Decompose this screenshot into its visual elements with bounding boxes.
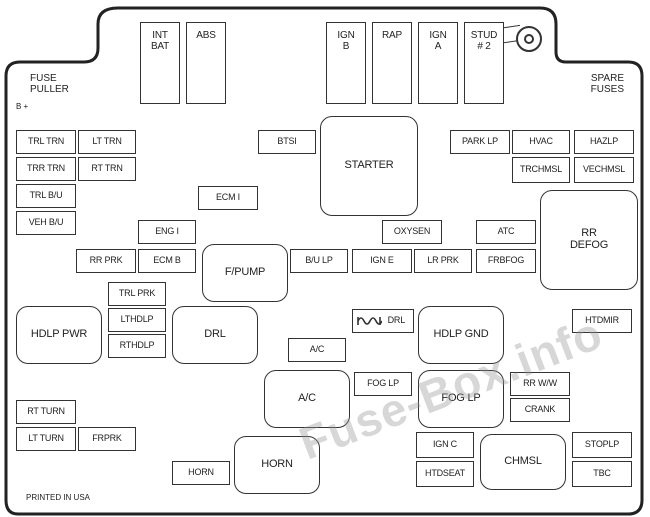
fuse-ign-e: IGN E [352, 249, 412, 273]
fuse-drl: DRL [352, 309, 414, 333]
fuse-rt-hdlp: RTHDLP [108, 334, 166, 358]
fuse-lt-trn: LT TRN [78, 130, 136, 154]
fuse-bu-lp: B/U LP [290, 249, 348, 273]
fuse-rr-wiper: RR W/W [510, 372, 570, 396]
fuse-lr-prk: LR PRK [414, 249, 472, 273]
fuse-horn: HORN [172, 461, 230, 485]
fuse-rt-turn: RT TURN [16, 400, 76, 424]
fuse-htd-mir: HTDMIR [572, 309, 632, 333]
fuse-trl-prk: TRL PRK [108, 282, 166, 306]
fuse-trch-msl: TRCHMSL [512, 157, 570, 183]
relay-starter: STARTER [320, 116, 418, 216]
fuse-fog-lp: FOG LP [354, 372, 412, 396]
printed-in-usa-label: PRINTED IN USA [26, 493, 91, 502]
fuse-ign-b: IGN B [326, 22, 366, 104]
fuse-frt-fog: FRBFOG [476, 249, 536, 273]
relay-rr-defog: RR DEFOG [540, 190, 638, 290]
diode-symbol-icon [357, 317, 382, 325]
stud-hole-icon [516, 26, 542, 52]
fuse-drl-label: DRL [387, 315, 406, 326]
relay-fog-lp: FOG LP [418, 370, 504, 428]
fuse-htd-seat: HTDSEAT [416, 461, 474, 487]
relay-chmsl: CHMSL [480, 434, 566, 490]
fuse-abs: ABS [186, 22, 226, 104]
fuse-ign-c: IGN C [416, 432, 474, 458]
fuse-puller-label: FUSE PULLER [30, 73, 69, 95]
fuse-trl-trn: TRL TRN [16, 130, 76, 154]
fuse-lt-turn: LT TURN [16, 427, 76, 451]
fuse-rap: RAP [372, 22, 412, 104]
fuse-oxygen: OXYSEN [382, 220, 442, 244]
relay-drl: DRL [172, 306, 258, 364]
fuse-ac: A/C [288, 338, 346, 362]
fuse-fr-prk: FRPRK [78, 427, 136, 451]
relay-ac: A/C [264, 370, 350, 428]
fuse-lt-hdlp: LTHDLP [108, 308, 166, 332]
fuse-veh-chmsl: VECHMSL [574, 157, 634, 183]
fuse-rt-trn: RT TRN [78, 157, 136, 181]
fuse-ecm-i: ECM I [198, 186, 258, 210]
fuse-ign-a: IGN A [418, 22, 458, 104]
fuse-trl-bu: TRL B/U [16, 184, 76, 208]
relay-horn: HORN [234, 436, 320, 494]
fuse-veh-bu: VEH B/U [16, 211, 76, 235]
fuse-park-lp: PARK LP [450, 130, 510, 154]
fuse-trr-trn: TRR TRN [16, 157, 76, 181]
relay-f-pump: F/PUMP [202, 244, 288, 302]
fuse-eng-i: ENG I [138, 220, 196, 244]
fuse-stud-2: STUD # 2 [464, 22, 504, 104]
fuse-btsi: BTSI [258, 130, 316, 154]
fuse-crank: CRANK [510, 398, 570, 422]
relay-hdlp-pwr: HDLP PWR [16, 306, 102, 364]
fuse-rr-prk: RR PRK [76, 249, 136, 273]
fuse-tbc: TBC [572, 461, 632, 487]
b-plus-label: B + [16, 102, 29, 111]
fuse-haz-lp: HAZLP [574, 130, 634, 154]
fuse-ecm-b: ECM B [138, 249, 196, 273]
fuse-hvac: HVAC [512, 130, 570, 154]
fuse-int-bat: INT BAT [140, 22, 180, 104]
relay-hdlp-gnd: HDLP GND [418, 306, 504, 364]
spare-fuses-label: SPARE FUSES [590, 73, 624, 95]
fuse-stop-lp: STOPLP [572, 432, 632, 458]
fuse-atc: ATC [476, 220, 536, 244]
